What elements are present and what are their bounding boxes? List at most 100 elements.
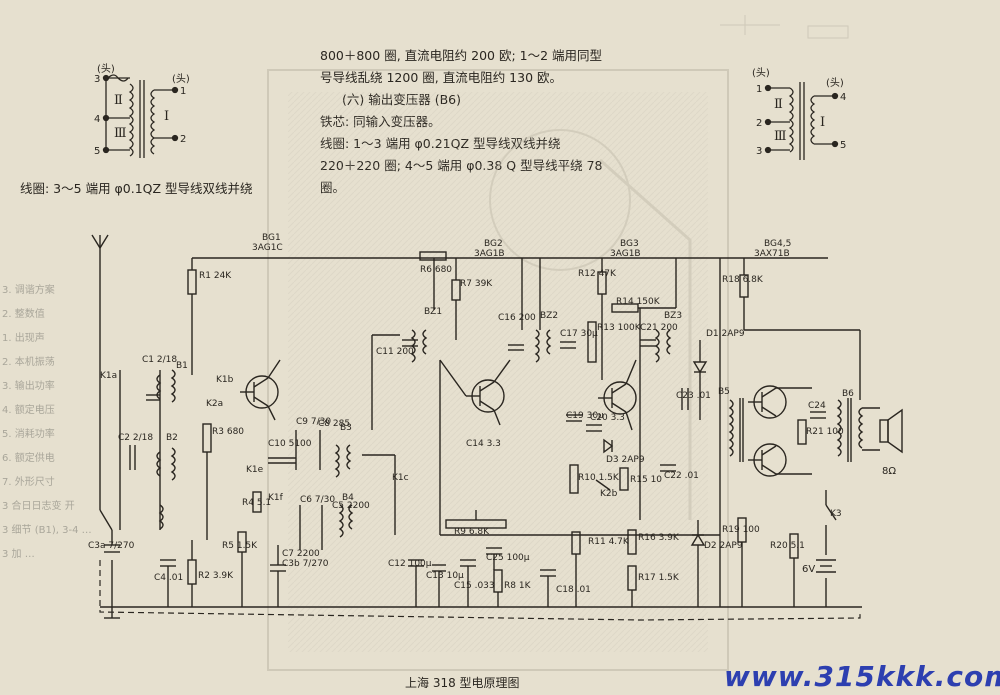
background-bleed (267, 15, 849, 671)
capacitor-c16: C16 200 (498, 313, 536, 323)
tl-pin-1: 1 (180, 86, 186, 97)
resistor-r11: R11 4.7K (588, 537, 630, 547)
transistor-ref-bg2: BG2 (484, 239, 503, 249)
bleed-line: 4. 额定电压 (2, 405, 55, 416)
coil-b5: B5 (718, 387, 730, 397)
capacitor-c15: C15 .033 (454, 581, 495, 591)
resistor-r3: R3 680 (212, 427, 244, 437)
transistor-type-bg1: 3AG1C (252, 243, 283, 253)
tr-pin-4: 4 (840, 92, 846, 103)
resistor-r5: R5 1.5K (222, 541, 258, 551)
note-line-1: 800＋800 圈, 直流电阻约 200 欧; 1～2 端用同型 (320, 48, 603, 63)
coil-bz3: BZ3 (664, 311, 682, 321)
resistor-r20: R20 5.1 (770, 541, 805, 551)
capacitor-c10: C10 5100 (268, 439, 312, 449)
resistor-r18: R18 6.8K (722, 275, 764, 285)
resistor-r14: R14 150K (616, 297, 661, 307)
switch-k1f: K1f (268, 493, 284, 503)
transistor-type-bg45: 3AX71B (754, 249, 790, 259)
capacitor-c9: C9 7/30 (296, 417, 331, 427)
watermark: www.315kkk.com (724, 660, 1000, 693)
bleed-line: 3 细节 (B1), 3-4 … (2, 525, 92, 536)
battery-label: 6V (802, 564, 815, 575)
tl-winding-2: Ⅱ (114, 93, 123, 108)
resistor-r19: R19 100 (722, 525, 760, 535)
capacitor-c23: C23 .01 (676, 391, 711, 401)
capacitor-c4: C4 .01 (154, 573, 183, 583)
tl-pin-4: 4 (94, 114, 100, 125)
tr-pin-3: 3 (756, 146, 762, 157)
figure-caption: 上海 318 型电原理图 (405, 676, 520, 690)
resistor-r4: R4 5.1 (242, 498, 271, 508)
capacitor-c22: C22 .01 (664, 471, 699, 481)
diode-d3: D3 2AP9 (606, 455, 645, 465)
switch-k1e: K1e (246, 465, 264, 475)
coil-b4: B4 (342, 493, 354, 503)
switch-k1c: K1c (392, 473, 409, 483)
coil-bz2: BZ2 (540, 311, 558, 321)
switch-k1a: K1a (100, 371, 117, 381)
tl-pin-5: 5 (94, 146, 100, 157)
bleed-line: 5. 消耗功率 (2, 429, 55, 440)
coil-b6: B6 (842, 389, 854, 399)
bleed-line: 3 加 … (2, 549, 35, 560)
resistor-r7: R7 39K (460, 279, 493, 289)
resistor-r21: R21 100 (806, 427, 844, 437)
resistor-r6: R6 680 (420, 265, 452, 275)
bleed-line: 3. 输出功率 (2, 381, 55, 392)
tr-pin-2: 2 (756, 118, 762, 129)
capacitor-c1: C1 2/18 (142, 355, 177, 365)
bleed-line: 7. 外形尺寸 (2, 477, 55, 488)
tl-head1: (头) (97, 63, 115, 75)
tl-head2: (头) (172, 73, 190, 85)
capacitor-c18: C18 .01 (556, 585, 591, 595)
capacitor-c11: C11 200 (376, 347, 414, 357)
tr-pin-5: 5 (840, 140, 846, 151)
capacitor-c2: C2 2/18 (118, 433, 153, 443)
switch-k2a: K2a (206, 399, 223, 409)
capacitor-c3a: C3a 7/270 (88, 541, 135, 551)
resistor-r17: R17 1.5K (638, 573, 680, 583)
switch-k2b: K2b (600, 489, 618, 499)
capacitor-c8: C8 285 (318, 419, 350, 429)
capacitor-c25: C25 100μ (486, 553, 530, 563)
transformer-top-left (102, 74, 179, 158)
capacitor-c21: C21 200 (640, 323, 678, 333)
coil-bz1: BZ1 (424, 307, 442, 317)
gang-dashed (99, 560, 861, 621)
note-line-2: 号导线乱绕 1200 圈, 直流电阻约 130 欧。 (320, 70, 563, 85)
tl-winding-3: Ⅲ (114, 126, 127, 141)
capacitor-c24: C24 (808, 401, 826, 411)
transistor-ref-bg45: BG4,5 (764, 239, 791, 249)
tr-head1: (头) (752, 67, 770, 79)
tl-winding-1: Ⅰ (164, 109, 169, 124)
tr-pin-1: 1 (756, 84, 762, 95)
coil-b2: B2 (166, 433, 178, 443)
tr-head2: (头) (826, 77, 844, 89)
capacitor-c3b: C3b 7/270 (282, 559, 329, 569)
resistor-r1: R1 24K (199, 271, 232, 281)
capacitor-c6: C6 7/30 (300, 495, 335, 505)
capacitor-c5: C5 2200 (332, 501, 370, 511)
tl-pin-2: 2 (180, 134, 186, 145)
circuit-wiring (91, 234, 903, 619)
transistor-type-bg2: 3AG1B (474, 249, 505, 259)
transistor-ref-bg1: BG1 (262, 233, 281, 243)
transistor-type-bg3: 3AG1B (610, 249, 641, 259)
diode-d1: D1 2AP9 (706, 329, 745, 339)
resistor-r13: R13 100K (597, 323, 642, 333)
resistor-r2: R2 3.9K (198, 571, 234, 581)
tl-pin-3: 3 (94, 74, 100, 85)
tr-winding-2: Ⅱ (774, 97, 783, 112)
bleed-line: 1. 出现声 (2, 333, 45, 344)
bleed-line: 3 合日日志变 开 (2, 501, 75, 512)
diode-d2: D2 2AP9 (704, 541, 743, 551)
capacitor-c14: C14 3.3 (466, 439, 501, 449)
tr-winding-3: Ⅲ (774, 129, 787, 144)
coil-b3: B3 (340, 423, 352, 433)
bleed-line: 6. 额定供电 (2, 453, 55, 464)
